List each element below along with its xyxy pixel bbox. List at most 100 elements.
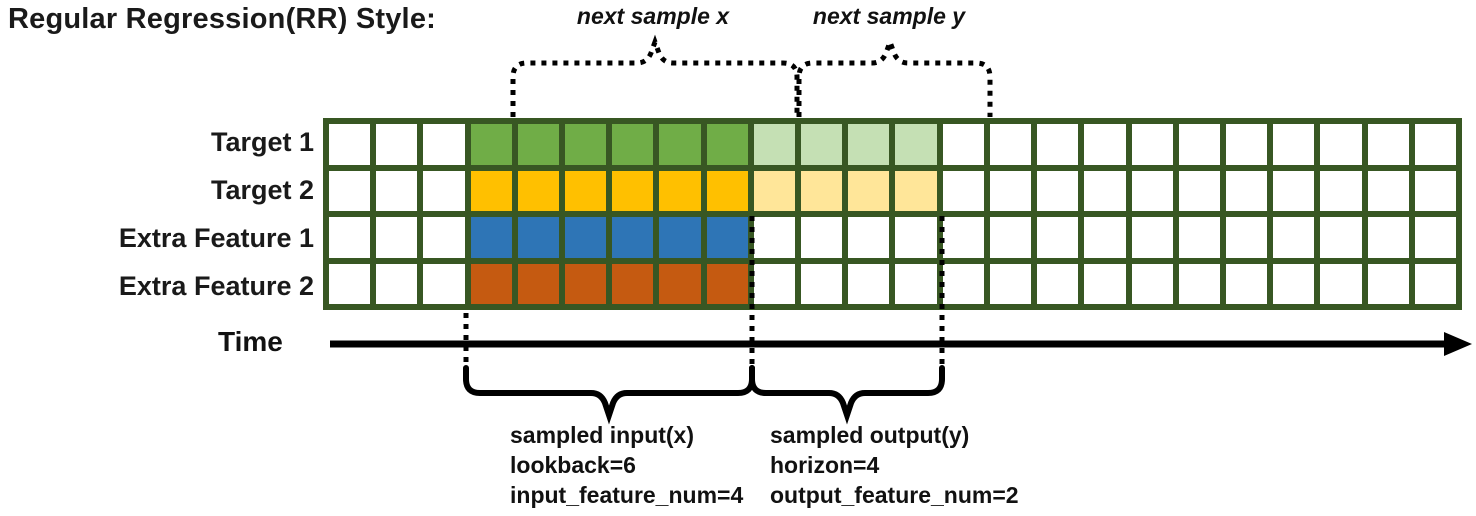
time-axis-label: Time xyxy=(218,326,283,357)
lookback-value: lookback=6 xyxy=(510,452,636,478)
grid-cell xyxy=(329,217,371,258)
grid-cell xyxy=(517,124,560,165)
grid-cell xyxy=(376,124,418,165)
grid-cell xyxy=(1178,170,1220,211)
sampled-input-title: sampled input(x) xyxy=(510,422,695,448)
grid-cell xyxy=(1131,124,1173,165)
grid-cell xyxy=(659,124,701,165)
sampled-input-brace xyxy=(463,365,755,425)
grid-cell xyxy=(376,170,418,211)
grid-cell xyxy=(942,170,984,211)
grid-cell xyxy=(1178,263,1220,304)
grid-cell xyxy=(989,124,1032,165)
grid-cell xyxy=(753,124,796,165)
grid-cell xyxy=(659,263,701,304)
grid-cell xyxy=(1320,170,1362,211)
grid-cell xyxy=(1320,124,1362,165)
grid-cell xyxy=(895,170,937,211)
grid-cell xyxy=(1225,217,1268,258)
grid-cell xyxy=(612,263,654,304)
grid-cell xyxy=(1131,170,1173,211)
grid-cell xyxy=(517,217,560,258)
grid-cell xyxy=(1084,124,1126,165)
grid-cell xyxy=(1084,217,1126,258)
sampled-output-title: sampled output(y) xyxy=(770,422,970,448)
grid-cell xyxy=(1367,124,1409,165)
grid-cell xyxy=(470,263,512,304)
horizon-value: horizon=4 xyxy=(770,452,880,478)
sampled-input-note: sampled input(x) lookback=6 input_featur… xyxy=(510,420,743,510)
row-label-target-2: Target 2 xyxy=(210,175,314,205)
grid-cell xyxy=(423,217,465,258)
grid-cell xyxy=(848,124,890,165)
time-axis-arrowhead xyxy=(1444,332,1472,356)
grid-cell xyxy=(801,217,843,258)
grid-cell xyxy=(470,124,512,165)
grid-cell xyxy=(1414,124,1456,165)
grid-cell xyxy=(1273,170,1315,211)
grid-cell xyxy=(565,217,607,258)
grid-cell xyxy=(1131,263,1173,304)
grid-cell xyxy=(706,170,748,211)
sampled-output-brace xyxy=(749,365,945,425)
grid-cell xyxy=(1414,217,1456,258)
grid-cell xyxy=(1037,170,1079,211)
grid-cell xyxy=(942,124,984,165)
grid-cell xyxy=(1273,263,1315,304)
grid-cell xyxy=(706,124,748,165)
grid-cell xyxy=(895,263,937,304)
grid-cell xyxy=(470,170,512,211)
grid-cell xyxy=(1178,217,1220,258)
grid-cell xyxy=(989,170,1032,211)
grid-cell xyxy=(329,124,371,165)
grid-cell xyxy=(753,170,796,211)
grid-cell xyxy=(1037,124,1079,165)
grid-cell xyxy=(1320,263,1362,304)
grid-cell xyxy=(942,217,984,258)
row-label-target-1: Target 1 xyxy=(210,127,314,157)
next-sample-x-label: next sample x xyxy=(576,3,730,29)
grid-cell xyxy=(329,263,371,304)
grid-cell xyxy=(942,263,984,304)
grid-cell xyxy=(423,170,465,211)
grid-cell xyxy=(1037,263,1079,304)
grid-cell xyxy=(423,263,465,304)
grid-cell xyxy=(801,263,843,304)
grid-cell xyxy=(565,124,607,165)
grid-cell xyxy=(1084,263,1126,304)
grid-cell xyxy=(1225,263,1268,304)
grid-cell xyxy=(612,170,654,211)
grid-cell xyxy=(895,124,937,165)
grid-cell xyxy=(659,217,701,258)
grid-cell xyxy=(565,263,607,304)
output-feature-num-value: output_feature_num=2 xyxy=(770,482,1019,508)
grid-cell xyxy=(1225,170,1268,211)
grid-cell xyxy=(612,124,654,165)
grid-cell xyxy=(376,263,418,304)
grid-cell xyxy=(801,170,843,211)
row-label-extra-feature-1: Extra Feature 1 xyxy=(118,223,314,253)
grid-cell xyxy=(1414,170,1456,211)
next-sample-x-brace xyxy=(510,34,800,117)
grid-cell xyxy=(895,217,937,258)
sample-grid xyxy=(323,118,1462,310)
grid-cell xyxy=(612,217,654,258)
grid-cell xyxy=(1225,124,1268,165)
grid-cell xyxy=(659,170,701,211)
grid-cell xyxy=(1367,217,1409,258)
grid-cell xyxy=(329,170,371,211)
grid-cell xyxy=(1273,217,1315,258)
grid-cell xyxy=(753,263,796,304)
grid-cell xyxy=(706,263,748,304)
grid-cell xyxy=(753,217,796,258)
grid-cell xyxy=(1084,170,1126,211)
grid-cell xyxy=(848,170,890,211)
grid-cell xyxy=(1414,263,1456,304)
grid-cell xyxy=(801,124,843,165)
row-label-extra-feature-2: Extra Feature 2 xyxy=(118,271,314,301)
grid-cell xyxy=(989,217,1032,258)
grid-cell xyxy=(565,170,607,211)
next-sample-y-label: next sample y xyxy=(812,3,966,29)
diagram-title: Regular Regression(RR) Style: xyxy=(8,3,436,35)
